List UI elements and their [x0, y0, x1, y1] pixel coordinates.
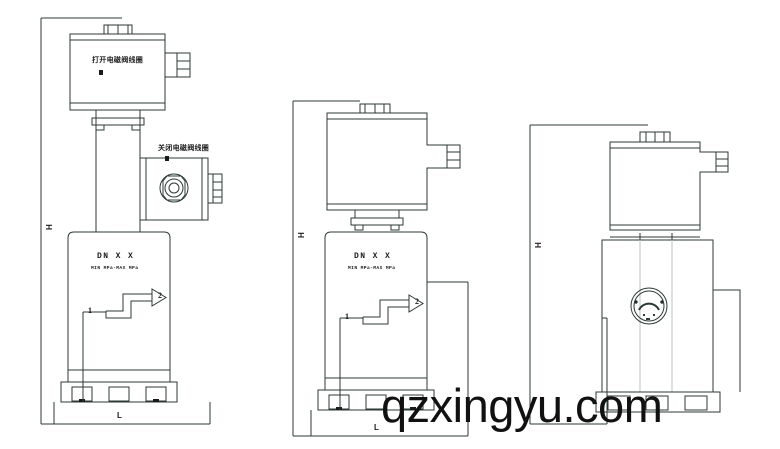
middle-neck	[350, 210, 404, 231]
left-dim-h-frame	[40, 17, 210, 425]
left-dim-l-frame	[53, 402, 211, 425]
left-pressure-label: MIN MPa-MAX MPa	[91, 266, 139, 271]
middle-dim-l-label: L	[374, 423, 379, 432]
left-coil-open-marker	[99, 70, 103, 75]
middle-pressure-label: MIN MPa-MAX MPa	[348, 266, 396, 271]
left-dim-h-label: H	[45, 224, 54, 230]
middle-flow-arrow	[362, 294, 424, 325]
right-coil	[609, 131, 729, 231]
right-valve-body	[601, 239, 714, 393]
left-port-in-label: 1	[88, 306, 92, 315]
left-valve-body	[67, 231, 171, 383]
middle-port-out-label: 2	[415, 297, 419, 306]
left-port-out-label: 2	[158, 291, 162, 300]
left-side-coil	[139, 157, 223, 221]
left-coil-close-marker	[165, 156, 169, 161]
middle-dim-h-label: H	[297, 232, 306, 238]
middle-valve-body	[324, 231, 428, 391]
left-port1-leader	[82, 311, 106, 402]
right-dim-h-label: H	[534, 242, 543, 248]
left-flow-arrow	[105, 288, 167, 319]
left-stem	[95, 130, 141, 232]
left-top-coil	[69, 24, 191, 111]
watermark: qzxingyu.com	[381, 379, 663, 432]
middle-port-in-label: 1	[345, 312, 349, 321]
middle-coil	[326, 103, 461, 211]
right-valve-base	[595, 391, 721, 413]
middle-right-leader	[427, 281, 469, 410]
right-dim-h-frame	[529, 124, 648, 424]
left-coil-open-label: 打开电磁阀线圈	[92, 56, 144, 64]
right-neck-dim	[610, 233, 700, 241]
left-valve-base	[60, 381, 178, 403]
middle-dim-l-frame	[310, 410, 469, 437]
left-neck-upper	[91, 110, 145, 131]
middle-dn-label: DN X X	[354, 252, 392, 261]
right-right-leader	[713, 289, 741, 392]
right-gauge	[630, 287, 668, 325]
right-left-leader	[530, 317, 608, 425]
middle-valve-base	[317, 389, 435, 411]
left-coil-close-label: 关闭电磁阀线圈	[158, 144, 210, 152]
left-dn-label: DN X X	[97, 252, 135, 261]
middle-port1-leader	[339, 317, 363, 410]
left-dim-l-label: L	[117, 411, 122, 420]
